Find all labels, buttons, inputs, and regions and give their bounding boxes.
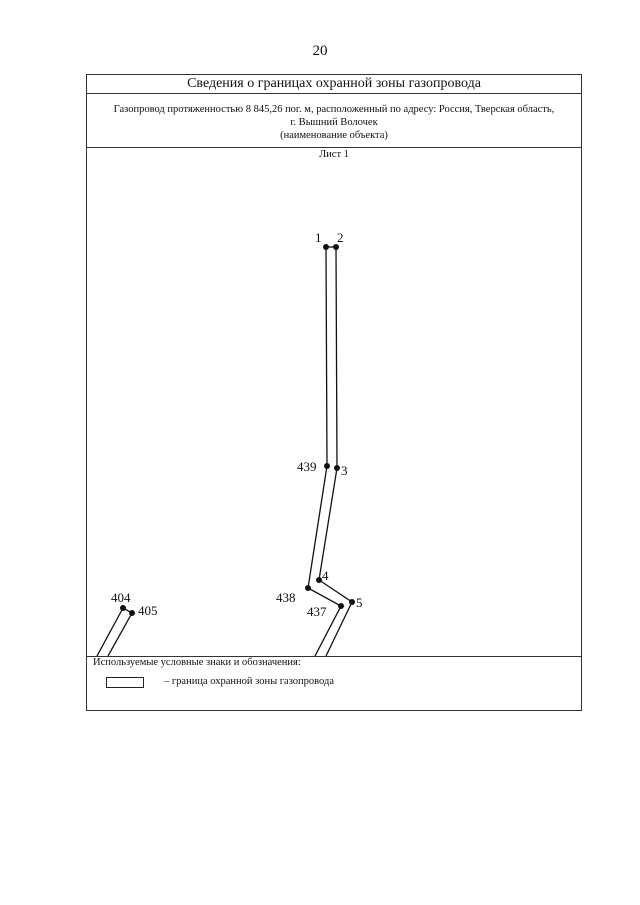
boundary-line-right [318,246,353,656]
legend: Используемые условные знаки и обозначени… [87,657,581,711]
object-line-1: Газопровод протяженностью 8 845,26 пог. … [113,104,555,115]
object-line-2: г. Вышний Волочек [290,117,378,128]
legend-boundary-text: – граница охранной зоны газопровода [164,676,335,687]
point-label-4: 4 [322,568,329,583]
point-marker-5 [349,599,355,605]
point-label-5: 5 [356,595,363,610]
document-frame: Сведения о границах охранной зоны газопр… [86,74,582,711]
boundary-map: 1 2 439 3 4 438 437 5 404 405 [96,230,363,656]
point-label-437: 437 [307,604,327,619]
point-label-438: 438 [276,590,296,605]
point-marker-4 [316,577,322,583]
legend-title: Используемые условные знаки и обозначени… [93,657,301,668]
point-label-405: 405 [138,603,158,618]
point-label-3: 3 [341,463,348,478]
sheet-label: Лист 1 [319,149,349,160]
point-marker-404 [120,605,126,611]
point-marker-437 [338,603,344,609]
point-label-1: 1 [315,230,322,245]
page-number: 20 [312,43,328,59]
boundary-line-branch-right [107,612,133,656]
boundary-line-branch-left [96,607,124,656]
point-marker-438 [305,585,311,591]
point-label-439: 439 [297,459,317,474]
point-marker-2 [333,244,339,250]
point-label-404: 404 [111,590,131,605]
point-marker-1 [323,244,329,250]
sheet-map-area: Лист 1 [87,148,581,657]
object-description: Газопровод протяженностью 8 845,26 пог. … [87,94,581,148]
point-marker-439 [324,463,330,469]
object-caption: (наименование объекта) [280,130,388,141]
legend-boundary-swatch [106,677,144,688]
point-marker-405 [129,610,135,616]
document-title: Сведения о границах охранной зоны газопр… [87,75,581,94]
point-label-2: 2 [337,230,344,245]
point-marker-3 [334,465,340,471]
